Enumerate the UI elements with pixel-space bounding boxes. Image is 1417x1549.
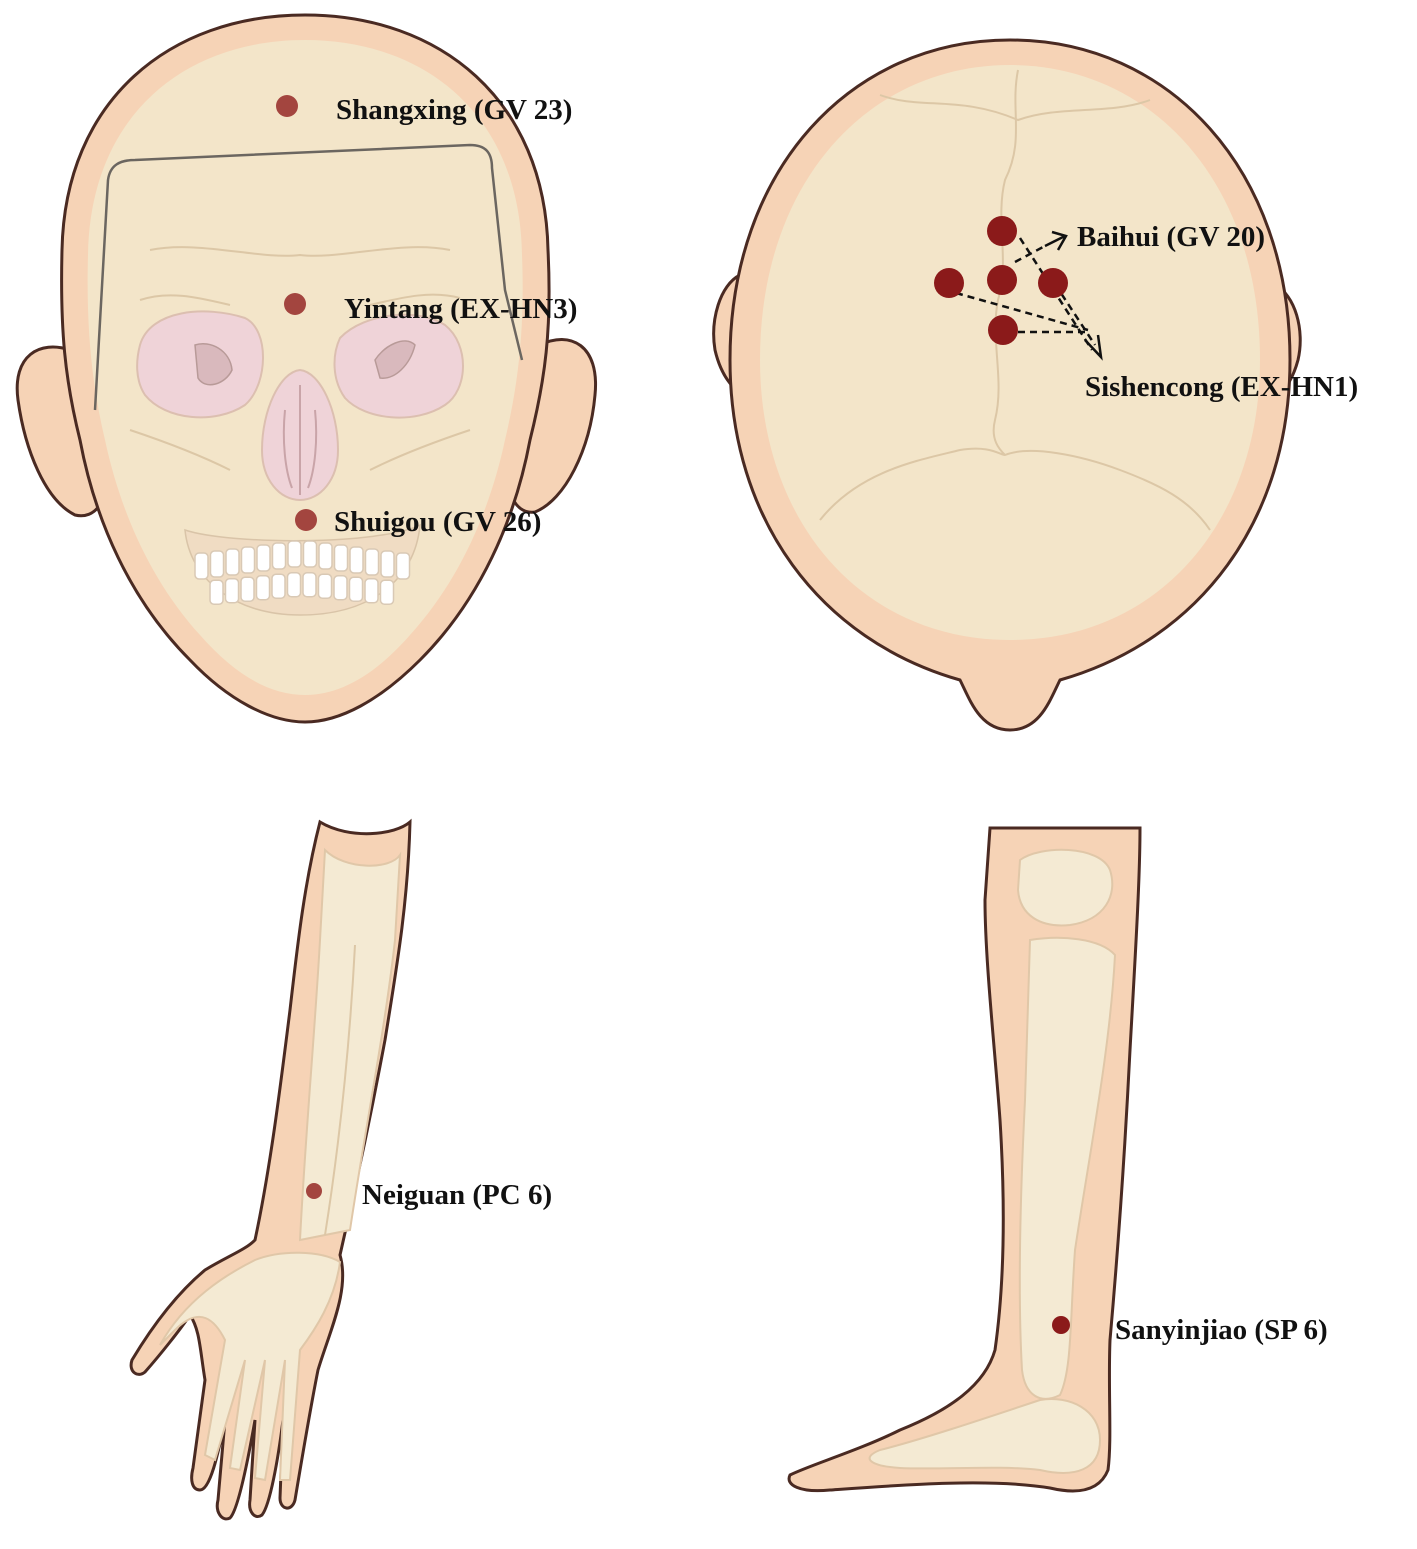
tooth <box>302 540 318 568</box>
tooth <box>240 546 256 574</box>
sishencong-point-back[interactable] <box>988 315 1018 345</box>
neiguan-label: Neiguan (PC 6) <box>362 1179 552 1211</box>
tooth <box>302 572 317 598</box>
right-orbit-detail <box>374 340 416 379</box>
tooth <box>240 576 255 602</box>
shuigou-label: Shuigou (GV 26) <box>334 506 541 538</box>
sishencong-point-front[interactable] <box>987 216 1017 246</box>
sishencong-arrow-head <box>1084 334 1103 361</box>
hand-bones <box>159 1251 342 1482</box>
front-head-illustration <box>15 13 598 724</box>
tooth <box>225 548 240 576</box>
tooth <box>364 548 380 576</box>
sanyinjiao-label: Sanyinjiao (SP 6) <box>1115 1314 1328 1346</box>
tooth <box>287 540 302 568</box>
neiguan-point[interactable] <box>306 1183 322 1199</box>
baihui-label: Baihui (GV 20) <box>1077 221 1265 253</box>
cranium-top <box>760 65 1260 640</box>
foot-bones <box>868 1398 1102 1474</box>
left-point-dash <box>955 291 1089 332</box>
tibia <box>1018 936 1117 1400</box>
tooth <box>271 542 287 570</box>
lambdoid-suture <box>819 447 1211 531</box>
shangxing-label: Shangxing (GV 23) <box>336 94 572 126</box>
tooth <box>255 575 271 601</box>
tooth <box>348 576 364 602</box>
yintang-point[interactable] <box>284 293 306 315</box>
tooth <box>209 550 225 578</box>
knee-bone <box>1016 848 1114 927</box>
tooth <box>317 573 333 599</box>
left-orbit-detail <box>194 343 233 386</box>
tooth <box>395 552 411 580</box>
tooth <box>286 572 302 598</box>
sishencong-point-right[interactable] <box>1038 268 1068 298</box>
nasal-septum <box>282 385 318 495</box>
top-head-illustration <box>712 38 1302 732</box>
center-point-dash <box>1014 244 1046 264</box>
coronal-suture <box>879 94 1151 122</box>
sanyinjiao-point[interactable] <box>1052 1316 1070 1334</box>
leg-illustration <box>787 826 1142 1493</box>
yintang-label: Yintang (EX-HN3) <box>344 293 577 325</box>
forearm-bones <box>298 847 402 1242</box>
sagittal-suture <box>992 69 1019 456</box>
tooth <box>256 544 271 572</box>
facial-sutures <box>129 246 471 471</box>
sishencong-point-left[interactable] <box>934 268 964 298</box>
teeth <box>184 523 421 616</box>
tooth <box>379 579 395 605</box>
arm-illustration <box>129 818 412 1521</box>
tooth <box>364 578 379 604</box>
tooth <box>349 546 364 574</box>
tooth <box>209 579 224 605</box>
tooth <box>380 550 395 578</box>
shangxing-point[interactable] <box>276 95 298 117</box>
tooth <box>333 544 349 572</box>
hairline <box>93 143 524 411</box>
shuigou-point[interactable] <box>295 509 317 531</box>
tooth <box>318 542 333 570</box>
tooth <box>224 578 240 604</box>
sishencong-label: Sishencong (EX-HN1) <box>1085 371 1358 403</box>
baihui-arrow-head <box>1044 230 1068 251</box>
radius-ulna-line <box>324 944 356 1236</box>
baihui-point[interactable] <box>987 265 1017 295</box>
tooth <box>333 575 348 601</box>
tooth <box>271 573 286 599</box>
tooth <box>194 552 209 580</box>
